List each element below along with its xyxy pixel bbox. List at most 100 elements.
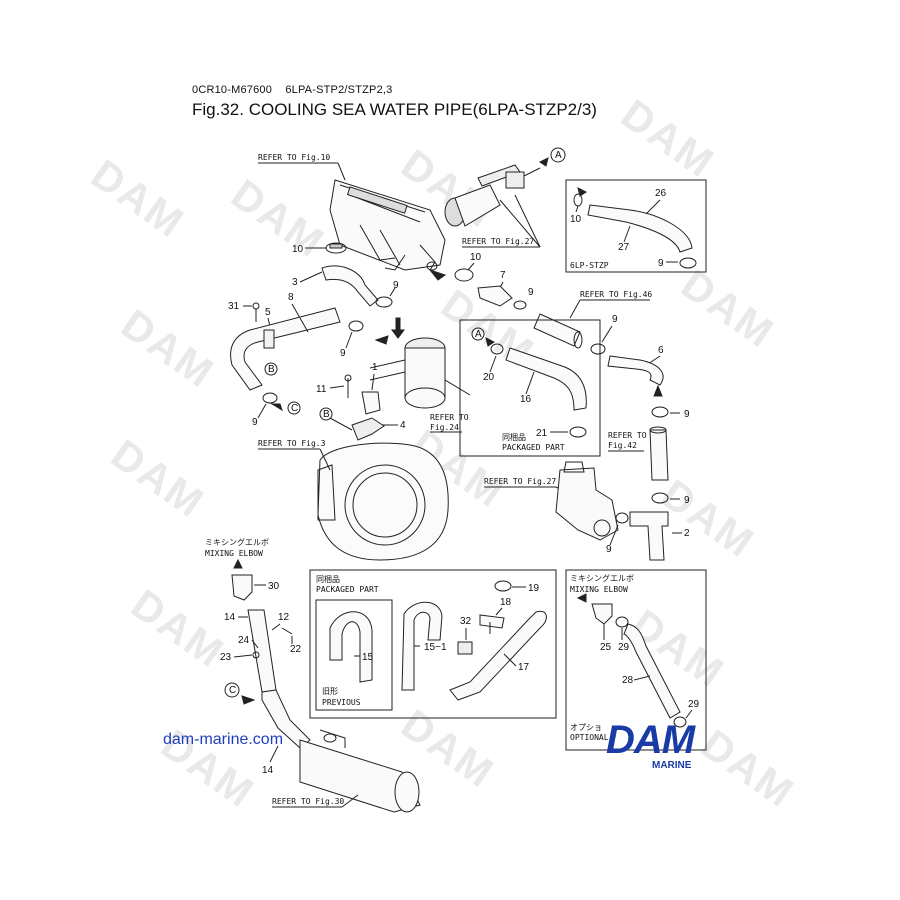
pipe-14-upper	[247, 609, 277, 693]
packaged-bottom-en: PACKAGED PART	[316, 585, 379, 594]
callout-9: 9	[393, 280, 399, 291]
previous-jp: 旧形	[322, 687, 338, 696]
stzp-variant-label: 6LP-STZP	[570, 261, 609, 270]
brand-logo: DAM	[606, 718, 695, 762]
callout-9d: 9	[528, 287, 534, 298]
callout-5: 5	[265, 307, 271, 318]
marker-b-center: B	[323, 409, 330, 420]
ref-fig24-l1: REFER TO	[430, 413, 469, 422]
callout-9b: 9	[252, 417, 258, 428]
optional-en: OPTIONAL	[570, 733, 609, 742]
ref-fig10: REFER TO Fig.10	[258, 153, 330, 162]
callout-14: 14	[224, 612, 236, 623]
callout-14b: 14	[262, 765, 274, 776]
hose-26	[587, 204, 693, 253]
packaged-top-jp: 同梱品	[502, 432, 526, 442]
mixing-elbow-left-en: MIXING ELBOW	[205, 549, 263, 558]
callout-19: 19	[528, 583, 540, 594]
callout-18: 18	[500, 597, 512, 608]
callout-23: 23	[220, 652, 232, 663]
callout-10c: 10	[570, 214, 582, 225]
sea-water-pump-top	[444, 164, 541, 227]
callout-1: 1	[372, 362, 378, 373]
callout-3: 3	[292, 277, 298, 288]
callout-28: 28	[622, 675, 634, 686]
ref-fig46: REFER TO Fig.46	[580, 290, 652, 299]
callout-9e: 9	[658, 258, 664, 269]
previous-en: PREVIOUS	[322, 698, 361, 707]
callout-26: 26	[655, 188, 667, 199]
marker-c-bottom: C	[229, 685, 236, 696]
callout-4: 4	[400, 420, 406, 431]
sea-water-pump	[369, 337, 471, 409]
mixing-elbow-optional-box	[565, 569, 707, 751]
site-link[interactable]: dam-marine.com	[163, 731, 284, 748]
flywheel-housing	[317, 442, 449, 561]
pipe-2	[629, 511, 669, 561]
callout-29: 29	[618, 642, 630, 653]
packaged-top-en: PACKAGED PART	[502, 443, 565, 452]
ref-fig42-l1: REFER TO	[608, 431, 647, 440]
callout-7: 7	[500, 270, 506, 281]
callout-30: 30	[268, 581, 280, 592]
callout-2: 2	[684, 528, 690, 539]
hose-6	[607, 355, 664, 386]
ref-fig42-l2: Fig.42	[608, 441, 637, 450]
hose-8	[230, 307, 341, 391]
mixing-elbow-right-en: MIXING ELBOW	[570, 585, 628, 594]
document-header: 0CR10-M67600 6LPA-STP2/STZP2,3	[192, 84, 402, 96]
callout-10: 10	[292, 244, 304, 255]
ref-fig27-mid: REFER TO Fig.27	[484, 477, 556, 486]
callout-6: 6	[658, 345, 664, 356]
hose-15	[329, 611, 373, 683]
brand-logo-block: DAM MARINE	[606, 718, 740, 771]
elbow-30	[231, 574, 253, 601]
marker-c-left: C	[291, 403, 298, 414]
callout-24: 24	[238, 635, 250, 646]
mixing-elbow-right-jp: ミキシングエルボ	[570, 573, 634, 583]
callout-12: 12	[278, 612, 290, 623]
brand-sub: MARINE	[652, 760, 692, 771]
stzp-inset-box	[565, 179, 707, 273]
clamp-10-left	[325, 242, 347, 254]
model-code: 6LPA-STP2/STZP2,3	[285, 84, 393, 96]
callout-21: 21	[536, 428, 548, 439]
callout-9c: 9	[340, 348, 346, 359]
heat-exchanger	[329, 179, 446, 271]
callout-29b: 29	[688, 699, 700, 710]
ref-fig27-top: REFER TO Fig.27	[462, 237, 534, 246]
hose-16	[505, 347, 587, 411]
callout-25: 25	[600, 642, 612, 653]
optional-jp: オプショ	[570, 723, 602, 732]
hose-28	[623, 623, 681, 719]
muffler	[299, 729, 421, 813]
callout-17: 17	[518, 662, 530, 673]
raw-water-pump	[555, 461, 619, 541]
callout-9f: 9	[612, 314, 618, 325]
hose-15-1	[401, 601, 443, 691]
marker-b-left: B	[268, 364, 275, 375]
packaged-bottom-jp: 同梱品	[316, 574, 340, 584]
callout-31: 31	[228, 301, 240, 312]
marker-a-top: A	[555, 150, 562, 161]
hose-7	[477, 285, 513, 307]
packaged-box-top	[459, 319, 601, 457]
packaged-box-bottom	[309, 569, 557, 719]
callout-15: 15	[362, 652, 374, 663]
pipe-fig46	[533, 313, 581, 347]
ref-fig30: REFER TO Fig.30	[272, 797, 344, 806]
callout-27: 27	[618, 242, 630, 253]
callout-20: 20	[483, 372, 495, 383]
callout-9g: 9	[684, 409, 690, 420]
doc-code: 0CR10-M67600	[192, 84, 273, 96]
hose-3	[321, 265, 379, 307]
ref-fig24-l2: Fig.24	[430, 423, 459, 432]
ref-fig3: REFER TO Fig.3	[258, 439, 326, 448]
callout-11: 11	[316, 384, 327, 395]
hose-17	[449, 610, 547, 701]
marker-a-box: A	[475, 329, 482, 340]
callout-8: 8	[288, 292, 294, 303]
callout-9h: 9	[684, 495, 690, 506]
figure-title: Fig.32. COOLING SEA WATER PIPE(6LPA-STZP…	[192, 100, 597, 119]
